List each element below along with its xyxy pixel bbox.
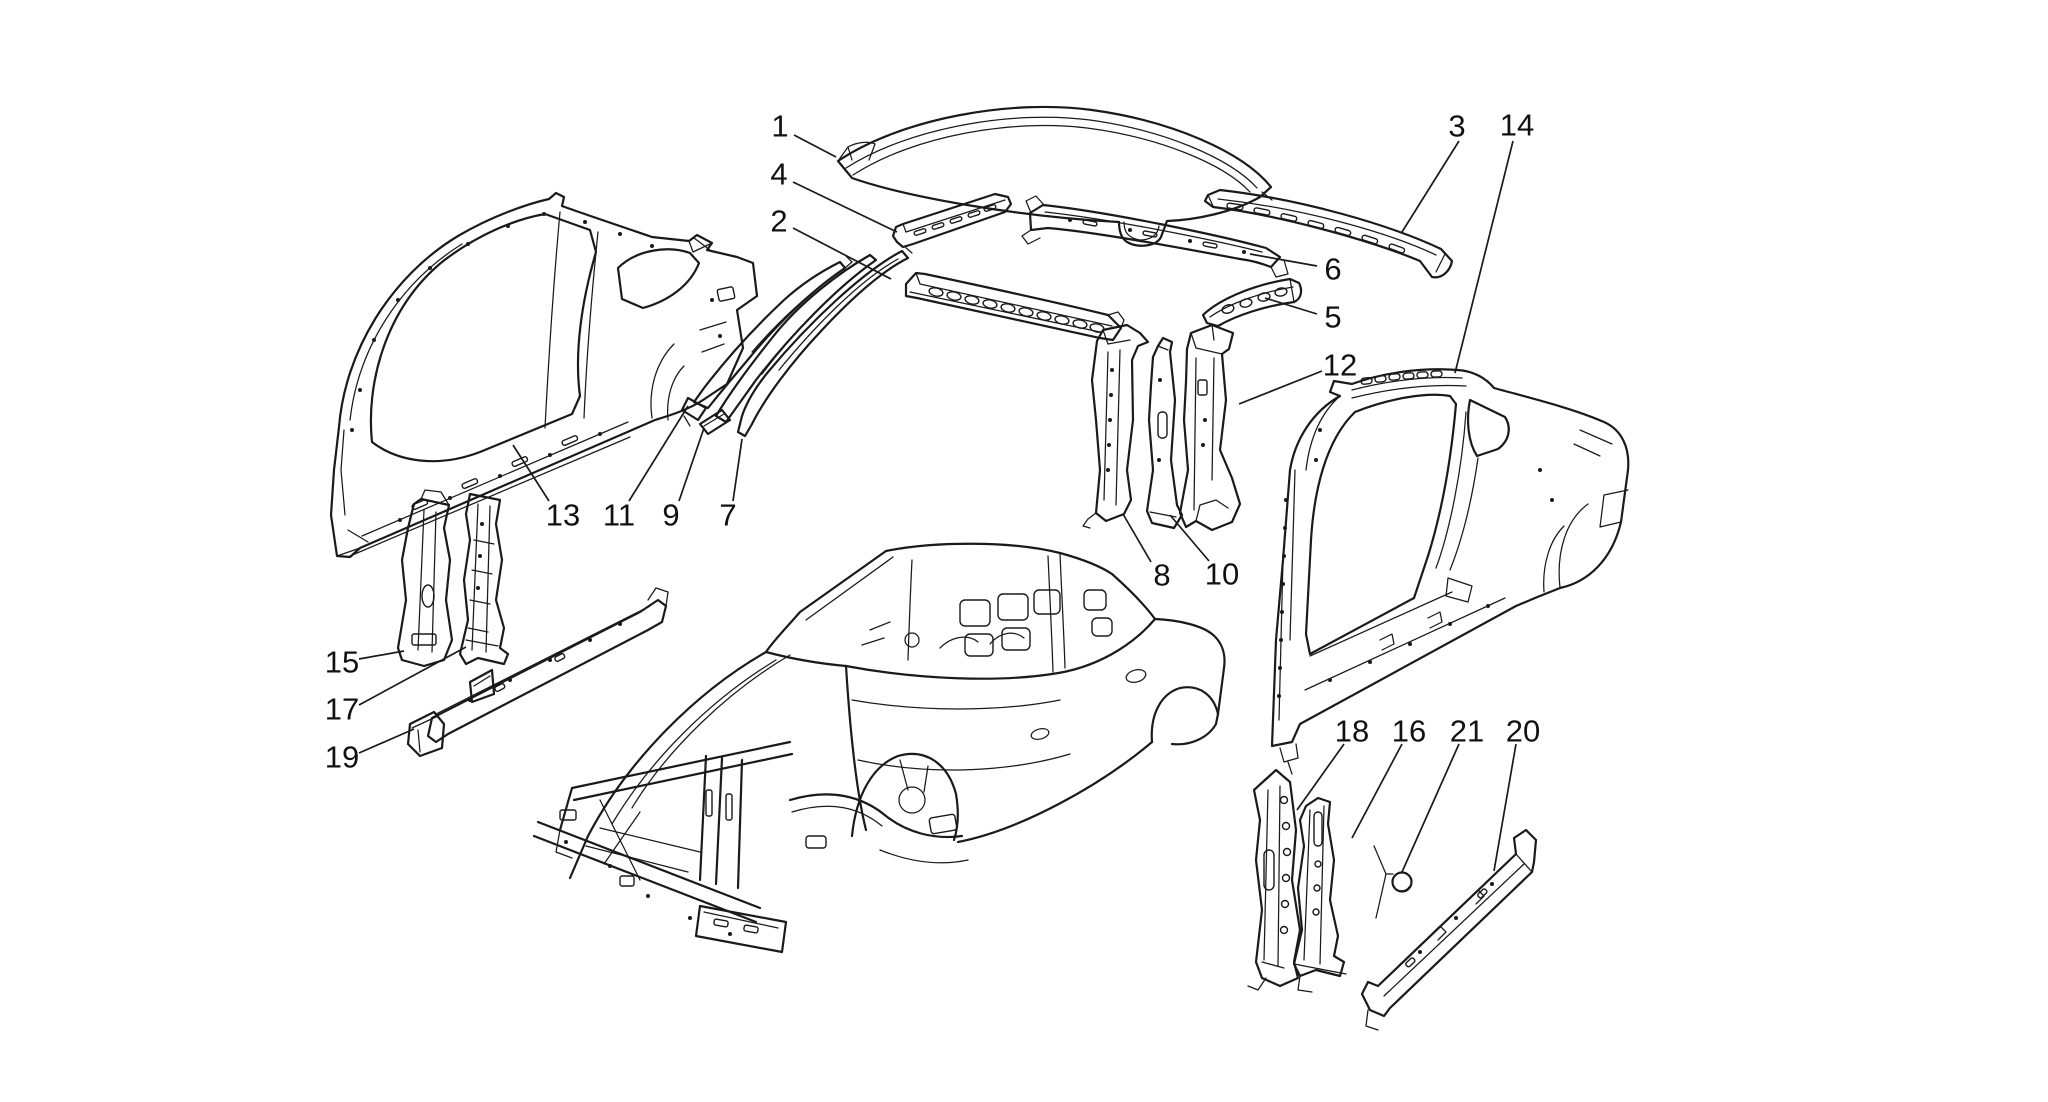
callout-label-5-curved-segment: 5 — [1324, 300, 1341, 335]
callout-leader-18 — [1296, 743, 1345, 811]
callout-leader-11 — [628, 405, 689, 502]
callout-leader-21 — [1401, 743, 1460, 873]
callout-label-18-hinge-pillar-outer: 18 — [1335, 714, 1369, 749]
callout-label-3-rear-header-strip: 3 — [1448, 109, 1465, 144]
part-hinge-pillar-inner — [1292, 796, 1347, 993]
callout-leader-4 — [792, 181, 898, 233]
part-a-pillar-strip-middle — [698, 253, 878, 436]
callout-label-9-a-pillar-strip-middle: 9 — [662, 498, 679, 533]
callout-leader-14 — [1454, 140, 1514, 374]
part-left-side-panel — [329, 191, 759, 559]
part-rear-header-strip — [1203, 188, 1454, 279]
callout-label-13-left-side-panel: 13 — [546, 498, 580, 533]
part-left-sill — [406, 587, 669, 758]
car-body-shell — [532, 542, 1226, 954]
callout-leader-17 — [358, 646, 467, 706]
callout-leader-19 — [358, 728, 415, 754]
part-a-pillar-strip-inner — [680, 255, 853, 427]
callout-leader-20 — [1493, 743, 1517, 872]
part-right-sill — [1360, 828, 1538, 1031]
part-curved-segment — [1201, 277, 1303, 328]
part-round-plug — [1373, 845, 1413, 919]
part-a-pillar-strip-outer — [736, 246, 913, 438]
callout-leader-7 — [732, 438, 743, 502]
callout-leader-5 — [1264, 297, 1318, 315]
callout-leader-13 — [512, 444, 550, 502]
part-b-pillar-outer — [1178, 323, 1242, 532]
callout-label-7-a-pillar-strip-outer: 7 — [719, 498, 736, 533]
callout-leader-9 — [678, 427, 705, 502]
callout-leader-3 — [1401, 140, 1460, 233]
callout-label-1-roof-panel: 1 — [771, 109, 788, 144]
callout-label-21-round-plug: 21 — [1450, 714, 1484, 749]
callout-label-15-front-pillar-lower-inner: 15 — [325, 645, 359, 680]
part-right-side-panel — [1270, 368, 1630, 775]
part-front-pillar-lower-inner — [396, 489, 454, 668]
callout-label-6-roof-bow-rail: 6 — [1324, 252, 1341, 287]
callout-leader-2 — [792, 227, 892, 280]
callout-leader-10 — [1169, 514, 1210, 562]
part-b-pillar-middle — [1145, 336, 1184, 530]
callout-label-4-front-header-strip: 4 — [770, 157, 787, 192]
callout-label-14-right-side-panel: 14 — [1500, 108, 1534, 143]
callout-leader-16 — [1351, 743, 1403, 839]
callout-label-2-cant-rail-bar: 2 — [770, 204, 787, 239]
callout-label-20-right-sill: 20 — [1506, 714, 1540, 749]
part-b-pillar-inner — [1082, 323, 1150, 529]
callout-leader-1 — [793, 134, 837, 158]
callout-label-11-a-pillar-strip-inner: 11 — [603, 498, 635, 533]
part-hinge-pillar-outer — [1247, 768, 1302, 991]
callout-label-19-left-sill: 19 — [325, 740, 359, 775]
callout-leader-12 — [1238, 370, 1323, 405]
callout-leader-15 — [358, 650, 405, 660]
callout-leader-6 — [1249, 253, 1318, 267]
callout-label-10-b-pillar-middle: 10 — [1205, 557, 1239, 592]
part-cant-rail-bar — [904, 271, 1125, 342]
callout-label-16-hinge-pillar-inner: 16 — [1392, 714, 1426, 749]
part-front-pillar-lower-outer — [458, 492, 510, 666]
callout-leader-8 — [1122, 513, 1152, 563]
part-roof-bow-rail — [1021, 195, 1289, 278]
callout-label-17-front-pillar-lower-outer: 17 — [325, 692, 359, 727]
callout-label-12-b-pillar-outer: 12 — [1323, 348, 1357, 383]
part-front-header-strip — [891, 192, 1013, 249]
callout-label-8-b-pillar-inner: 8 — [1153, 558, 1170, 593]
